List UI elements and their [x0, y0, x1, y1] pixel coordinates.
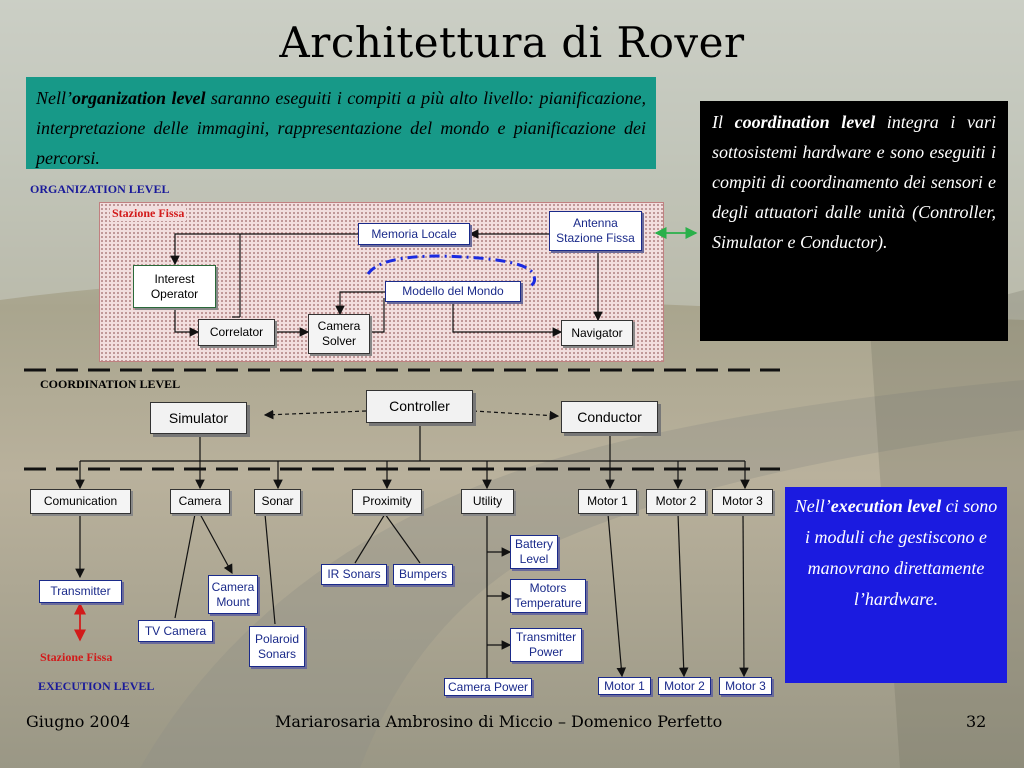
camera-solver-node: Camera Solver: [308, 314, 370, 354]
simulator-node: Simulator: [150, 402, 247, 434]
battery-level-node: Battery Level: [510, 535, 558, 569]
execution-level-label: EXECUTION LEVEL: [38, 679, 155, 693]
execution-level-description: Nell’execution level ci sono i moduli ch…: [785, 487, 1007, 683]
organization-level-label: ORGANIZATION LEVEL: [30, 182, 170, 196]
motor-1-node: Motor 1: [578, 489, 637, 514]
controller-node: Controller: [366, 390, 473, 423]
footer-authors: Mariarosaria Ambrosino di Miccio – Domen…: [275, 712, 723, 731]
polaroid-sonars-node: Polaroid Sonars: [249, 626, 305, 667]
exec-text-bold: execution level: [830, 496, 942, 516]
comunication-node: Comunication: [30, 489, 131, 514]
coord-text-bold: coordination level: [734, 112, 876, 132]
conductor-node: Conductor: [561, 401, 658, 433]
slide-title: Architettura di Rover: [279, 18, 745, 67]
tv-camera-node: TV Camera: [138, 620, 213, 642]
exec-text-pre: Nell’: [794, 496, 831, 516]
motor-3-leaf-node: Motor 3: [719, 677, 772, 695]
camera-node: Camera: [170, 489, 230, 514]
stazione-fissa-label-top: Stazione Fissa: [110, 206, 187, 221]
camera-power-node: Camera Power: [444, 678, 532, 696]
correlator-node: Correlator: [198, 319, 275, 346]
coord-text-post: integra i vari sottosistemi hardware e s…: [712, 112, 996, 252]
sonar-node: Sonar: [254, 489, 301, 514]
motor-3-node: Motor 3: [712, 489, 773, 514]
memoria-locale-node: Memoria Locale: [358, 223, 470, 245]
transmitter-node: Transmitter: [39, 580, 122, 603]
motor-2-leaf-node: Motor 2: [658, 677, 711, 695]
motors-temperature-node: Motors Temperature: [510, 579, 586, 613]
exec-text-post: ci sono i moduli che gestiscono e manovr…: [805, 496, 998, 609]
org-text-post: saranno eseguiti i compiti a più alto li…: [36, 88, 646, 168]
motor-1-leaf-node: Motor 1: [598, 677, 651, 695]
stazione-fissa-label-bottom: Stazione Fissa: [40, 650, 113, 664]
footer-date: Giugno 2004: [26, 712, 131, 731]
org-text-bold: organization level: [72, 88, 206, 108]
ir-sonars-node: IR Sonars: [321, 564, 387, 585]
coordination-level-description: Il coordination level integra i vari sot…: [700, 101, 1008, 341]
interest-operator-node: Interest Operator: [133, 265, 216, 308]
organization-level-description: Nell’organization level saranno eseguiti…: [26, 77, 656, 169]
modello-del-mondo-node: Modello del Mondo: [385, 281, 521, 302]
org-text-pre: Nell’: [36, 88, 72, 108]
transmitter-power-node: Transmitter Power: [510, 628, 582, 662]
motor-2-node: Motor 2: [646, 489, 706, 514]
coord-text-pre: Il: [712, 112, 735, 132]
utility-node: Utility: [461, 489, 514, 514]
camera-mount-node: Camera Mount: [208, 575, 258, 614]
bumpers-node: Bumpers: [393, 564, 453, 585]
coordination-level-label: COORDINATION LEVEL: [40, 377, 181, 391]
proximity-node: Proximity: [352, 489, 422, 514]
footer-page-number: 32: [966, 712, 987, 731]
antenna-stazione-fissa-node: Antenna Stazione Fissa: [549, 211, 642, 251]
navigator-node: Navigator: [561, 320, 633, 346]
